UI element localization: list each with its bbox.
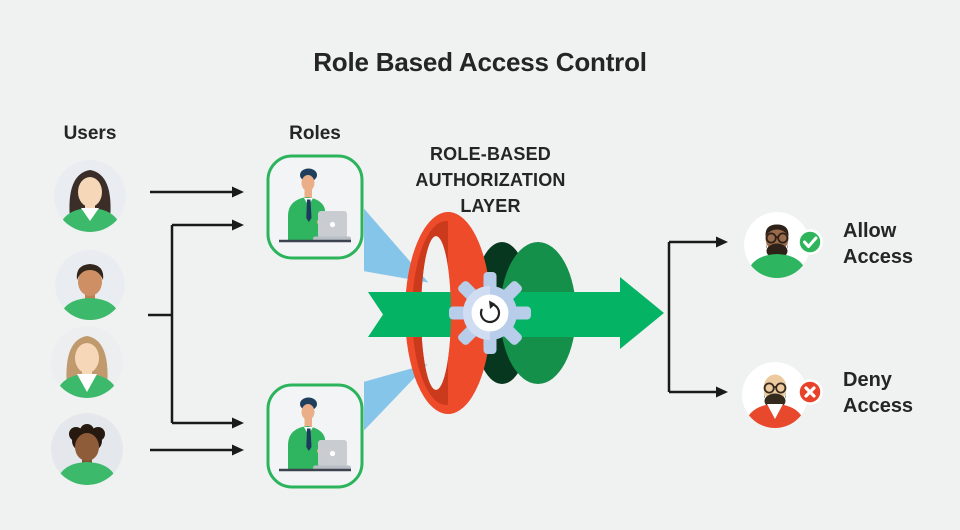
role-box-2 xyxy=(266,383,364,489)
shirt xyxy=(59,298,121,320)
user-avatar-2 xyxy=(55,250,125,320)
deny-avatar xyxy=(742,362,823,428)
page-title: Role Based Access Control xyxy=(313,47,647,77)
user-avatar-4 xyxy=(51,413,123,485)
face xyxy=(75,343,99,373)
users-column-label: Users xyxy=(63,123,117,144)
shirt xyxy=(56,462,118,485)
allow-access-label: Allow Access xyxy=(843,220,914,268)
check-badge xyxy=(797,229,823,255)
user-avatar-1 xyxy=(54,160,126,232)
face xyxy=(75,433,99,461)
glasses xyxy=(765,232,789,244)
user-avatar-3 xyxy=(51,326,123,398)
decision-connectors xyxy=(667,236,728,398)
gear-icon xyxy=(449,272,531,354)
roles-column-label: Roles xyxy=(289,123,341,144)
shirt xyxy=(746,254,808,278)
user-role-connectors xyxy=(148,186,244,456)
face xyxy=(78,268,102,296)
role-box-1 xyxy=(266,154,364,260)
hair xyxy=(765,224,789,236)
rotate-icon xyxy=(479,300,501,324)
cross-icon xyxy=(804,386,816,398)
allow-avatar xyxy=(744,212,823,278)
face xyxy=(78,177,102,207)
deny-access-label: Deny Access xyxy=(843,369,914,417)
glasses xyxy=(763,382,787,394)
filter-ring-shadow xyxy=(412,221,448,405)
authorization-layer-label: ROLE-BASED AUTHORIZATION LAYER xyxy=(415,144,566,216)
hair xyxy=(76,264,104,280)
check-icon xyxy=(803,236,818,248)
